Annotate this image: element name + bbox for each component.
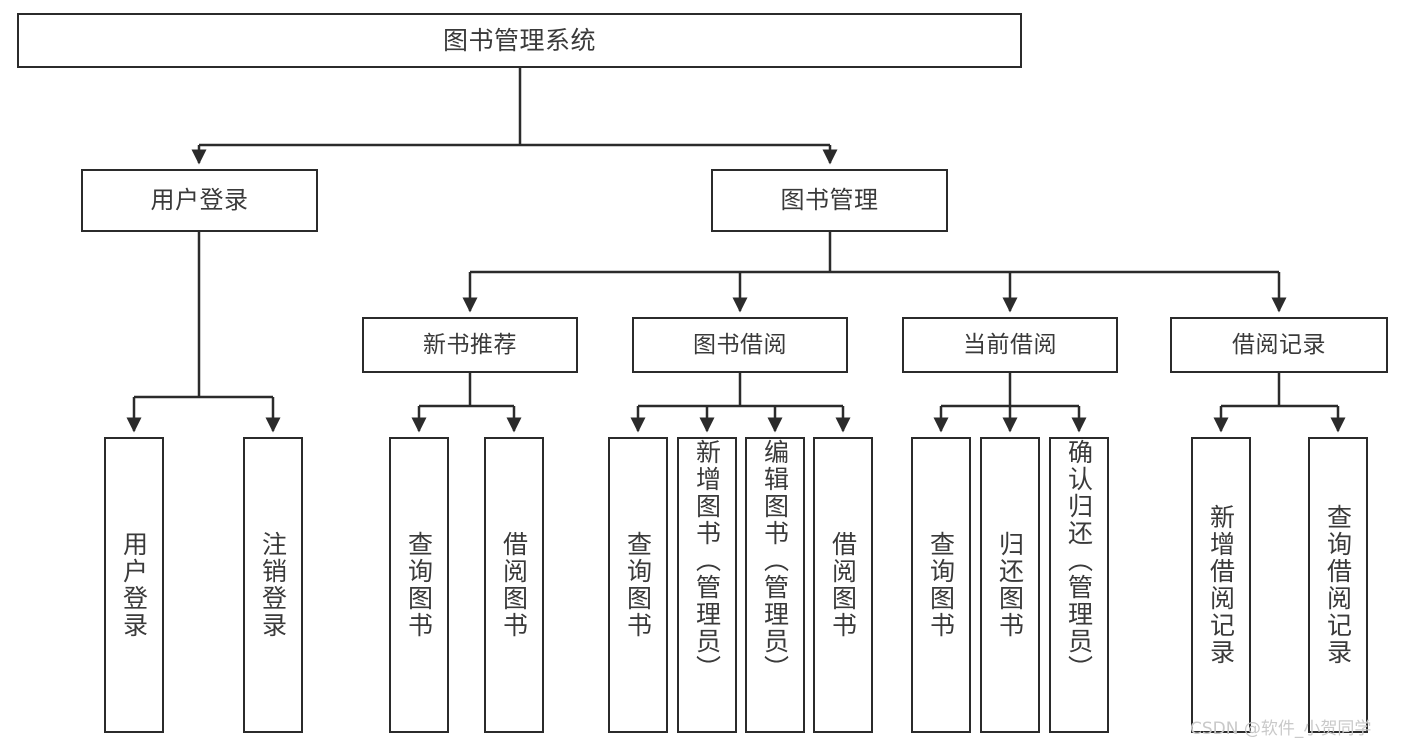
node-leaf-logout-login-label: 注销登录 bbox=[258, 531, 288, 639]
node-leaf-confirm-return[interactable]: 确认归还（管理员） bbox=[1049, 437, 1109, 733]
node-leaf-confirm-return-label: 确认归还（管理员） bbox=[1064, 439, 1094, 682]
node-leaf-add-book[interactable]: 新增图书（管理员） bbox=[677, 437, 737, 733]
node-user-login-label: 用户登录 bbox=[150, 185, 249, 214]
node-new-book-recommend[interactable]: 新书推荐 bbox=[362, 317, 578, 373]
node-leaf-return-book-label: 归还图书 bbox=[995, 531, 1025, 639]
node-leaf-query-book-current-label: 查询图书 bbox=[926, 531, 956, 639]
node-current-borrow-label: 当前借阅 bbox=[963, 331, 1057, 358]
node-leaf-add-book-label: 新增图书（管理员） bbox=[692, 439, 722, 682]
node-leaf-logout-login[interactable]: 注销登录 bbox=[243, 437, 303, 733]
node-book-borrow[interactable]: 图书借阅 bbox=[632, 317, 848, 373]
node-current-borrow[interactable]: 当前借阅 bbox=[902, 317, 1118, 373]
node-book-borrow-label: 图书借阅 bbox=[693, 331, 787, 358]
node-leaf-edit-book[interactable]: 编辑图书（管理员） bbox=[745, 437, 805, 733]
csdn-watermark: CSDN @软件_小贺同学 bbox=[1190, 719, 1372, 739]
node-leaf-add-record-label: 新增借阅记录 bbox=[1206, 504, 1236, 666]
node-new-book-recommend-label: 新书推荐 bbox=[423, 331, 517, 358]
node-book-management-label: 图书管理 bbox=[780, 185, 879, 214]
node-leaf-query-book-current[interactable]: 查询图书 bbox=[911, 437, 971, 733]
node-leaf-query-book-rec-label: 查询图书 bbox=[404, 531, 434, 639]
node-borrow-record[interactable]: 借阅记录 bbox=[1170, 317, 1388, 373]
node-leaf-borrow-book-label: 借阅图书 bbox=[828, 531, 858, 639]
node-leaf-borrow-book-rec-label: 借阅图书 bbox=[499, 531, 529, 639]
node-leaf-query-record[interactable]: 查询借阅记录 bbox=[1308, 437, 1368, 733]
node-leaf-query-book-borrow-label: 查询图书 bbox=[623, 531, 653, 639]
node-leaf-user-login-label: 用户登录 bbox=[119, 531, 149, 639]
node-leaf-return-book[interactable]: 归还图书 bbox=[980, 437, 1040, 733]
node-book-management[interactable]: 图书管理 bbox=[711, 169, 948, 232]
node-borrow-record-label: 借阅记录 bbox=[1232, 331, 1326, 358]
node-leaf-query-book-rec[interactable]: 查询图书 bbox=[389, 437, 449, 733]
node-root[interactable]: 图书管理系统 bbox=[17, 13, 1022, 68]
node-leaf-user-login[interactable]: 用户登录 bbox=[104, 437, 164, 733]
node-leaf-add-record[interactable]: 新增借阅记录 bbox=[1191, 437, 1251, 733]
node-user-login[interactable]: 用户登录 bbox=[81, 169, 318, 232]
node-leaf-borrow-book-rec[interactable]: 借阅图书 bbox=[484, 437, 544, 733]
node-leaf-query-book-borrow[interactable]: 查询图书 bbox=[608, 437, 668, 733]
node-root-label: 图书管理系统 bbox=[442, 26, 596, 55]
node-leaf-edit-book-label: 编辑图书（管理员） bbox=[760, 439, 790, 682]
node-leaf-borrow-book[interactable]: 借阅图书 bbox=[813, 437, 873, 733]
node-leaf-query-record-label: 查询借阅记录 bbox=[1323, 504, 1353, 666]
